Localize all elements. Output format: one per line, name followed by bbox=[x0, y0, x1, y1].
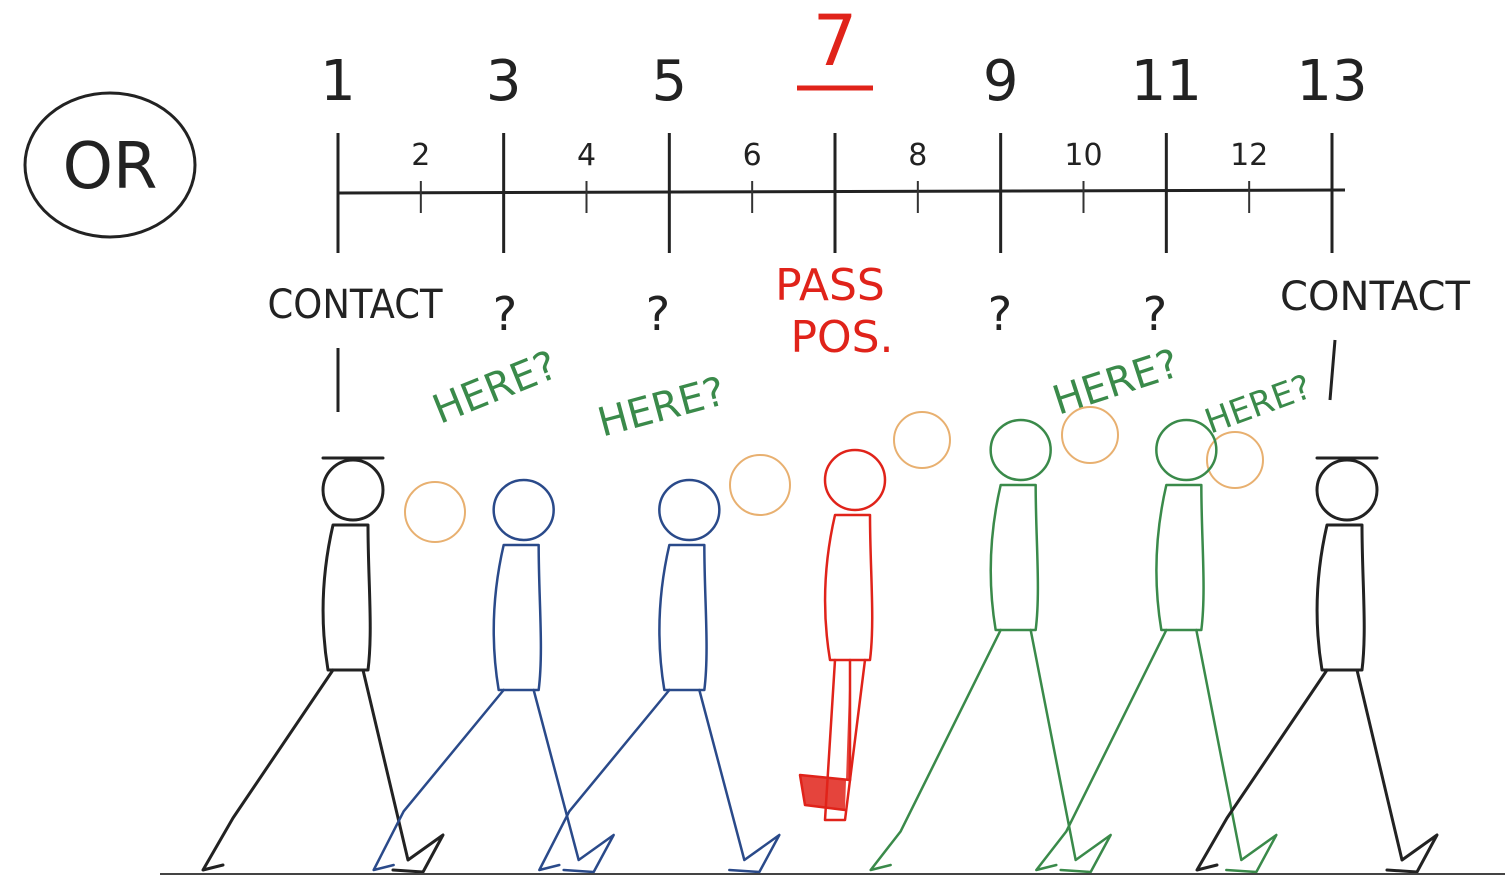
question-mark-frame-5: ? bbox=[646, 287, 670, 341]
key-frame-label-3: 3 bbox=[486, 49, 522, 114]
key-frame-label-1: 1 bbox=[320, 49, 356, 114]
key-frame-label-7: 7 bbox=[813, 0, 858, 82]
contact-right-marker bbox=[1330, 340, 1335, 400]
contact-right-label: CONTACT bbox=[1280, 274, 1471, 320]
figure-frame-5 bbox=[539, 480, 779, 872]
key-frame-label-11: 11 bbox=[1131, 49, 1202, 114]
question-mark-frame-9: ? bbox=[988, 287, 1012, 341]
figure-frame-9 bbox=[871, 420, 1111, 872]
figure-frame-13 bbox=[1197, 458, 1437, 872]
contact-left-label: CONTACT bbox=[268, 282, 444, 328]
in-between-label-12: 12 bbox=[1230, 138, 1268, 173]
timeline-axis bbox=[338, 190, 1345, 193]
in-between-label-6: 6 bbox=[743, 138, 762, 173]
figure-frame-3 bbox=[374, 480, 614, 872]
question-mark-frame-3: ? bbox=[493, 287, 517, 341]
pass-position-label-line2: POS. bbox=[790, 312, 893, 363]
here-label-2: HERE? bbox=[593, 368, 730, 446]
in-between-label-8: 8 bbox=[908, 138, 927, 173]
question-mark-frame-11: ? bbox=[1143, 287, 1167, 341]
here-label-3: HERE? bbox=[1047, 341, 1185, 425]
figure-frame-7 bbox=[800, 450, 885, 820]
here-label-4: HERE? bbox=[1200, 367, 1317, 442]
walk-figures bbox=[203, 420, 1437, 872]
in-between-label-10: 10 bbox=[1064, 138, 1102, 173]
here-label-1: HERE? bbox=[426, 342, 563, 433]
key-frame-label-9: 9 bbox=[983, 49, 1019, 114]
or-badge: OR bbox=[25, 93, 195, 237]
captions: CONTACT CONTACT PASS POS. ? ? ? ? HERE? … bbox=[268, 260, 1471, 446]
in-between-label-2: 2 bbox=[411, 138, 430, 173]
pass-position-label-line1: PASS bbox=[775, 260, 885, 311]
or-badge-text: OR bbox=[63, 130, 158, 204]
in-between-label-4: 4 bbox=[577, 138, 596, 173]
key-frame-label-5: 5 bbox=[652, 49, 688, 114]
key-frame-label-13: 13 bbox=[1296, 49, 1367, 114]
